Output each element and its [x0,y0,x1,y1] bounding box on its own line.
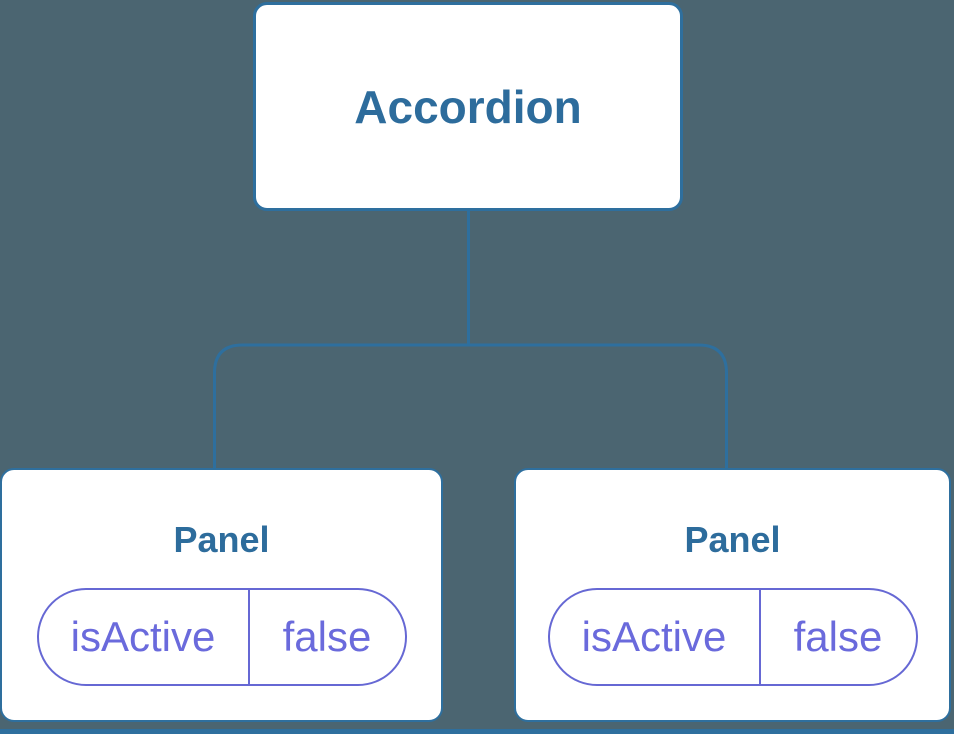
prop-pill: isActive false [36,588,407,686]
prop-value: false [793,613,883,660]
panel-label: Panel [173,519,270,560]
prop-name: isActive [39,590,250,684]
root-node-label: Accordion [354,80,582,133]
prop-pill: isActive false [547,588,918,686]
panel-node-right: Panel isActive false [514,468,951,722]
bottom-edge-strip [0,729,954,734]
panel-node-left: Panel isActive false [0,468,443,722]
connector-branch-line [213,343,728,470]
prop-value: false [282,613,372,660]
prop-name: isActive [550,590,761,684]
panel-label: Panel [684,519,781,560]
root-node-accordion: Accordion [253,2,683,211]
